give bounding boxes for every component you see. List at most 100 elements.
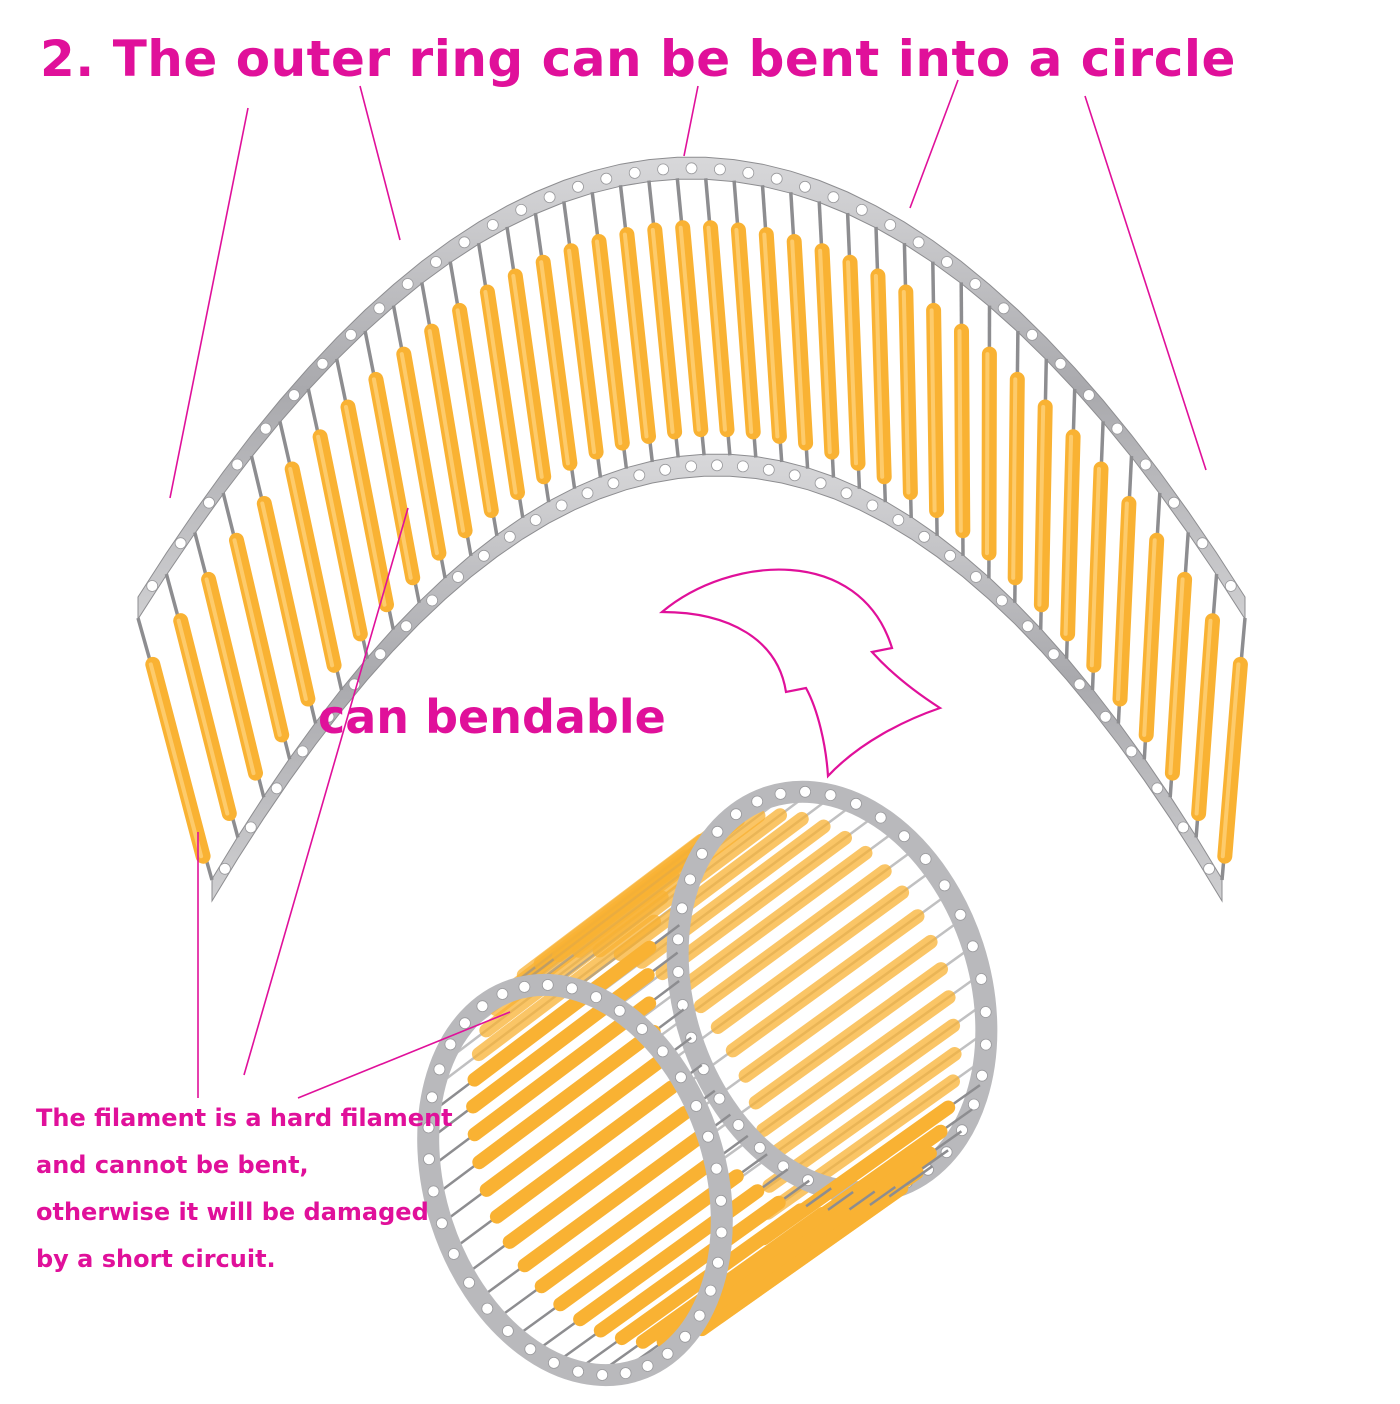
strip-hole	[686, 163, 697, 174]
pointer-line	[684, 86, 698, 156]
ring-hole	[673, 934, 684, 945]
ring-hole	[712, 826, 723, 837]
note-line: otherwise it will be damaged	[36, 1189, 453, 1236]
ring-hole	[477, 1001, 488, 1012]
ring-hole	[675, 1072, 686, 1083]
strip-hole	[271, 783, 282, 794]
ring-hole	[851, 798, 862, 809]
ring-hole	[980, 1007, 991, 1018]
ring-hole	[754, 1142, 765, 1153]
ring-hole	[968, 1099, 979, 1110]
ring-hole	[519, 981, 530, 992]
strip-hole	[1126, 746, 1137, 757]
strip-hole	[1204, 863, 1215, 874]
strip-hole	[629, 167, 640, 178]
ring-hole	[976, 974, 987, 985]
strip-hole	[828, 192, 839, 203]
strip-hole	[913, 237, 924, 248]
note-line: by a short circuit.	[36, 1236, 453, 1283]
ring-hole	[705, 1285, 716, 1296]
page-title: 2. The outer ring can be bent into a cir…	[40, 30, 1236, 88]
ring-hole	[591, 992, 602, 1003]
ring-hole	[464, 1277, 475, 1288]
strip-hole	[260, 423, 271, 434]
strip-hole	[427, 595, 438, 606]
strip-hole	[1027, 329, 1038, 340]
strip-hole	[573, 181, 584, 192]
ring-hole	[967, 941, 978, 952]
strip-hole	[893, 515, 904, 526]
strip-hole	[789, 470, 800, 481]
strip-hole	[996, 595, 1007, 606]
strip-hole	[841, 488, 852, 499]
filament-highlight	[1013, 379, 1015, 577]
strip-hole	[1100, 711, 1111, 722]
ring-hole	[673, 967, 684, 978]
bent-filament-strip	[138, 157, 1245, 901]
warning-note: The filament is a hard filament and cann…	[36, 1095, 453, 1283]
ring-hole	[939, 880, 950, 891]
cylinder-rod	[510, 1113, 685, 1242]
ring-hole	[434, 1064, 445, 1075]
strip-hole	[297, 746, 308, 757]
strip-hole	[459, 237, 470, 248]
strip-hole	[453, 572, 464, 583]
strip-hole	[401, 621, 412, 632]
strip-hole	[478, 550, 489, 561]
strip-hole	[1225, 581, 1236, 592]
strip-hole	[375, 649, 386, 660]
ring-hole	[716, 1227, 727, 1238]
strip-hole	[1112, 423, 1123, 434]
strip-hole	[1048, 649, 1059, 660]
ring-hole	[731, 809, 742, 820]
pointer-line	[360, 86, 400, 240]
strip-hole	[856, 204, 867, 215]
ring-hole	[497, 989, 508, 1000]
pointer-line	[170, 108, 248, 498]
strip-hole	[867, 500, 878, 511]
strip-hole	[1055, 358, 1066, 369]
ring-hole	[697, 848, 708, 859]
curved-arrow-icon	[662, 570, 940, 776]
strip-hole	[815, 478, 826, 489]
strip-hole	[204, 497, 215, 508]
ring-hole	[775, 788, 786, 799]
ring-hole	[597, 1370, 608, 1381]
ring-hole	[459, 1018, 470, 1029]
ring-hole	[977, 1070, 988, 1081]
ring-hole	[733, 1120, 744, 1131]
ring-hole	[703, 1131, 714, 1142]
filament-highlight	[960, 331, 961, 531]
strip-hole	[232, 459, 243, 470]
strip-hole	[1169, 497, 1180, 508]
ring-hole	[502, 1326, 513, 1337]
ring-hole	[875, 812, 886, 823]
strip-hole	[530, 515, 541, 526]
ring-hole	[694, 1310, 705, 1321]
note-line: and cannot be bent,	[36, 1142, 453, 1189]
circular-filament-cylinder	[380, 751, 1036, 1400]
strip-hole	[1140, 459, 1151, 470]
strip-hole	[658, 164, 669, 175]
strip-hole	[516, 204, 527, 215]
strip-hole	[487, 220, 498, 231]
ring-hole	[445, 1039, 456, 1050]
strip-hole	[743, 167, 754, 178]
ring-hole	[685, 874, 696, 885]
strip-hole	[763, 464, 774, 475]
ring-hole	[955, 909, 966, 920]
ring-hole	[680, 1331, 691, 1342]
strip-hole	[971, 572, 982, 583]
strip-hole	[504, 531, 515, 542]
strip-hole	[345, 329, 356, 340]
strip-hole	[737, 461, 748, 472]
strip-hole	[1152, 783, 1163, 794]
strip-hole	[374, 303, 385, 314]
strip-hole	[175, 538, 186, 549]
ring-hole	[920, 854, 931, 865]
ring-hole	[752, 796, 763, 807]
ring-hole	[899, 831, 910, 842]
strip-hole	[970, 279, 981, 290]
ring-hole	[825, 790, 836, 801]
